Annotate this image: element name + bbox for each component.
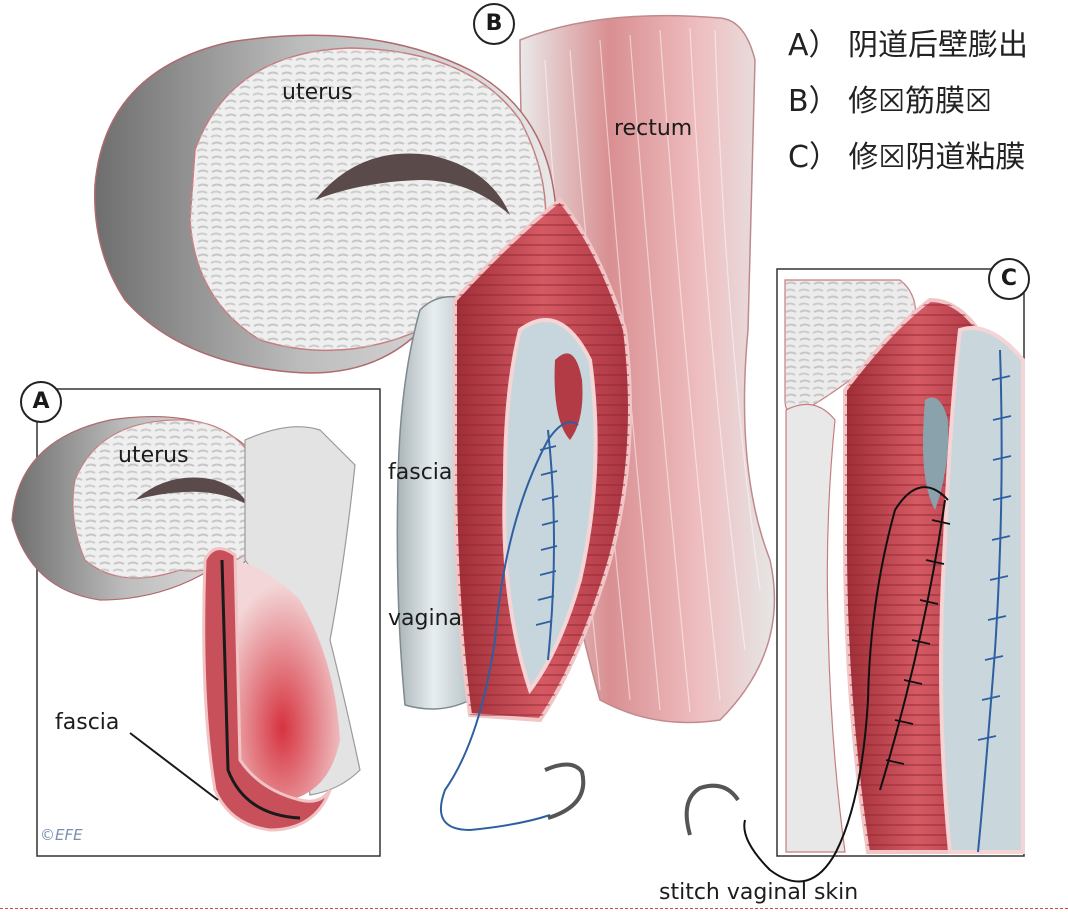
suture-B-line bbox=[547, 429, 555, 661]
legend-item-C: C） 修☒阴道粘膜 bbox=[788, 140, 1026, 175]
suture-B-thread bbox=[440, 421, 579, 832]
fascia-A-leader bbox=[129, 732, 219, 801]
legend: A） 阴道后壁膨出 B） 修☒筋膜☒ C） 修☒阴道粘膜 bbox=[788, 18, 1028, 186]
fascia-A-line bbox=[220, 559, 301, 820]
legend-item-B: B） 修☒筋膜☒ bbox=[788, 84, 992, 119]
label-rectum-B: rectum bbox=[614, 116, 693, 141]
bottom-divider bbox=[0, 908, 1068, 909]
caption-stitch: stitch vaginal skin bbox=[659, 880, 859, 905]
suture-C-blue bbox=[977, 349, 1003, 853]
panel-B-badge: B bbox=[473, 3, 515, 45]
fascia-C-left bbox=[785, 403, 846, 853]
needle-C bbox=[684, 783, 740, 836]
label-vagina-B: vagina bbox=[388, 606, 463, 631]
uterine-cavity-B bbox=[315, 153, 510, 215]
label-fascia-A: fascia bbox=[55, 710, 120, 735]
vaginal-cavity-A bbox=[225, 560, 340, 800]
illustrator-credit: ©EFE bbox=[40, 826, 83, 844]
fascia-C-right bbox=[939, 326, 1025, 854]
panel-A-badge: A bbox=[20, 381, 62, 423]
suture-C-black bbox=[879, 499, 946, 791]
label-uterus-B: uterus bbox=[282, 80, 353, 105]
panel-C-badge: C bbox=[988, 258, 1030, 300]
uterine-cavity-A bbox=[135, 477, 248, 505]
needle-B bbox=[544, 762, 586, 820]
vaginal-wall-A bbox=[202, 547, 332, 832]
label-fascia-B: fascia bbox=[388, 460, 453, 485]
legend-item-A: A） 阴道后壁膨出 bbox=[788, 28, 1029, 63]
suture-C-thread bbox=[743, 486, 949, 883]
label-uterus-A: uterus bbox=[118, 443, 189, 468]
